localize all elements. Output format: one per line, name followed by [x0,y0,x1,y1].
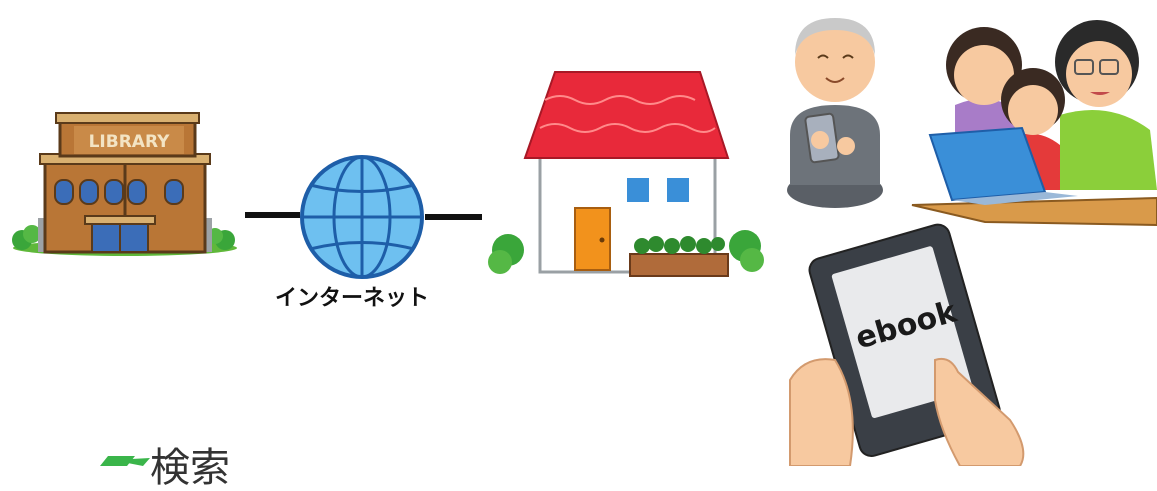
internet-label: インターネット [274,286,429,311]
library-network-diagram: LIBRARY [12,18,1157,466]
leaf-icon [100,456,150,466]
footer-partial-text: 検索 [150,445,230,491]
library-building-icon [12,112,237,256]
elderly-man-with-tablet-icon [787,18,883,208]
ereader-icon [789,223,1025,466]
family-using-laptop-icon [911,20,1157,227]
house-icon [488,71,764,277]
globe-icon [300,155,424,279]
library-sign-text: LIBRARY [89,132,171,152]
